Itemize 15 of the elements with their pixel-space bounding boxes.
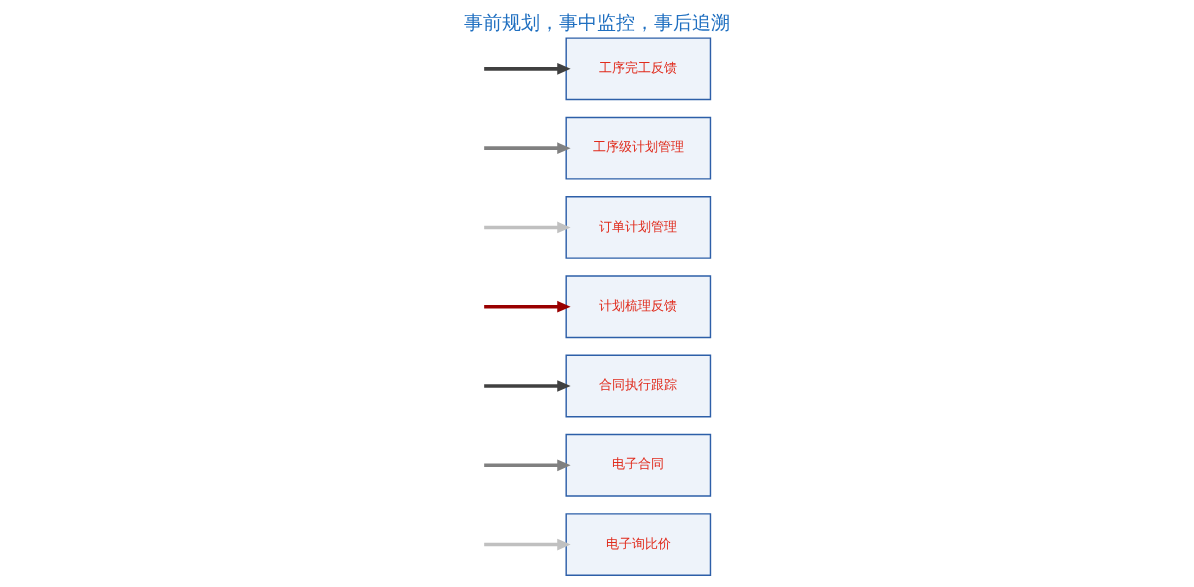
arrow: [484, 142, 571, 154]
arrow: [484, 459, 571, 472]
node-box: 计划梳理反馈: [565, 275, 712, 339]
arrow: [484, 63, 571, 75]
node-box: 工序完工反馈: [565, 37, 712, 101]
arrow: [484, 221, 571, 234]
arrow: [484, 538, 571, 551]
node-box: 订单计划管理: [565, 196, 712, 259]
node-box: 电子询比价: [565, 513, 712, 576]
node-box: 工序级计划管理: [565, 116, 712, 180]
node-box: 合同执行跟踪: [565, 354, 712, 418]
diagram-title: 事前规划，事中监控，事后追溯: [464, 12, 730, 34]
arrow: [484, 380, 571, 392]
node-box: 电子合同: [565, 433, 712, 497]
arrow: [484, 300, 571, 313]
